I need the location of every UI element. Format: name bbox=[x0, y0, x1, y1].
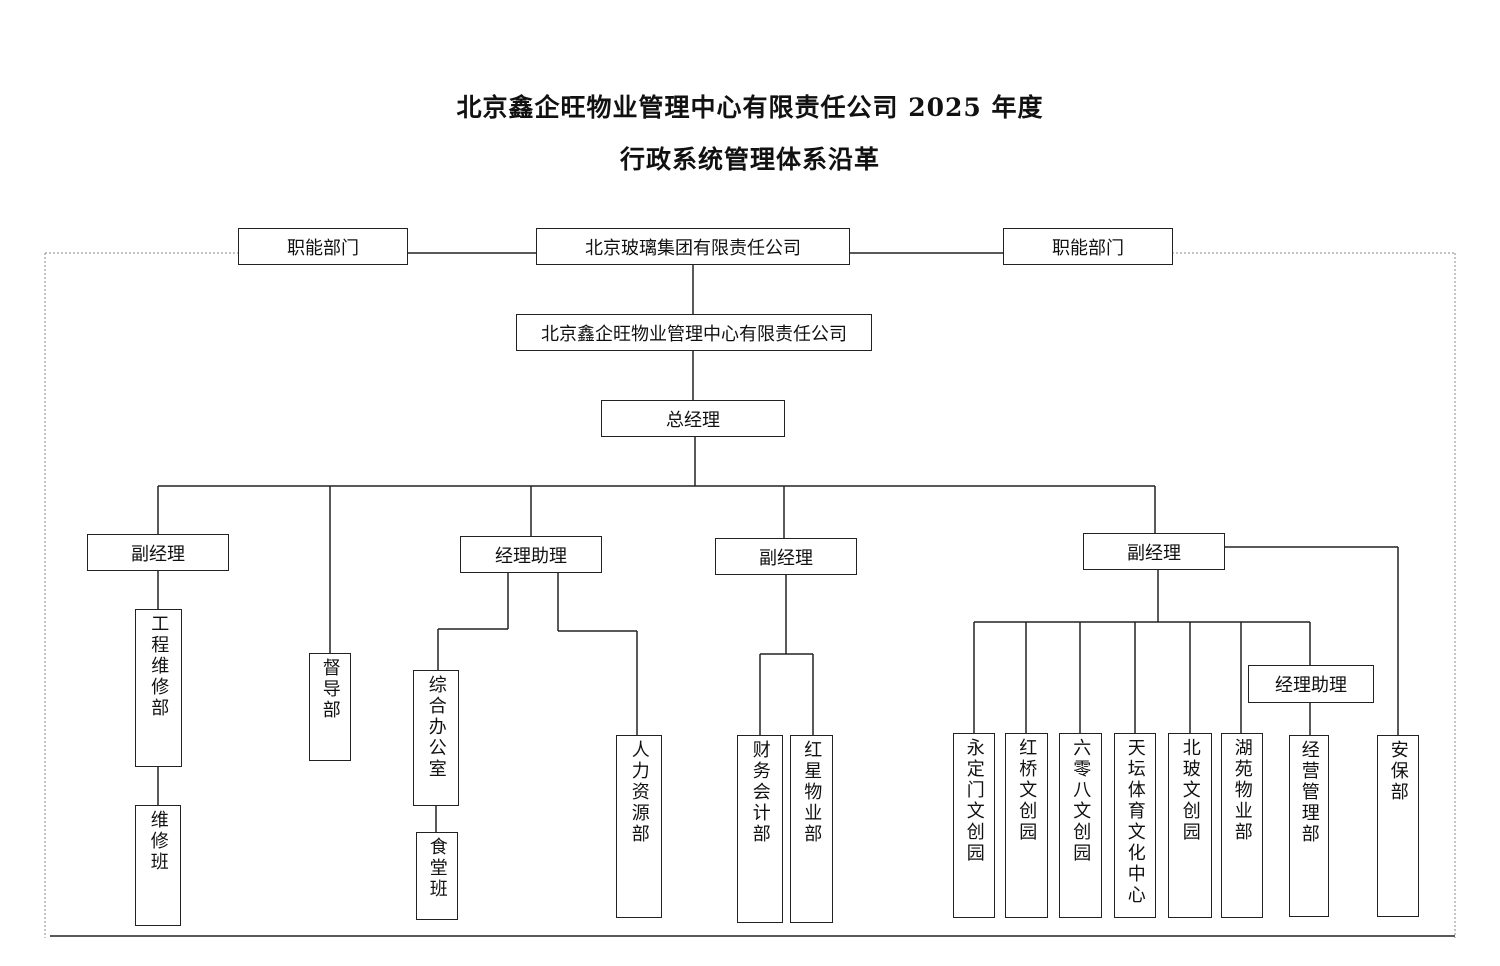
hongxing-property-dept-label: 红星物业部 bbox=[801, 740, 823, 845]
engineering-dept-label: 工程维修部 bbox=[148, 614, 170, 719]
tiantan-sports-center: 天坛体育文化中心 bbox=[1114, 733, 1156, 918]
deputy-manager-3: 副经理 bbox=[1083, 533, 1225, 570]
hr-dept-label: 人力资源部 bbox=[628, 740, 650, 845]
deputy-manager-2: 副经理 bbox=[715, 538, 857, 575]
tiantan-sports-center-label: 天坛体育文化中心 bbox=[1124, 738, 1146, 906]
canteen-team: 食堂班 bbox=[416, 832, 458, 920]
repair-team: 维修班 bbox=[135, 805, 181, 926]
liulingba-park: 六零八文创园 bbox=[1059, 733, 1102, 918]
security-dept: 安保部 bbox=[1377, 735, 1419, 917]
hongxing-property-dept: 红星物业部 bbox=[790, 735, 833, 923]
finance-dept: 财务会计部 bbox=[737, 735, 783, 923]
repair-team-label: 维修班 bbox=[147, 810, 169, 873]
huyuan-property-dept-label: 湖苑物业部 bbox=[1231, 738, 1253, 843]
yongdingmen-park-label: 永定门文创园 bbox=[963, 738, 985, 864]
yongdingmen-park: 永定门文创园 bbox=[953, 733, 995, 918]
liulingba-park-label: 六零八文创园 bbox=[1070, 738, 1092, 864]
general-office: 综合办公室 bbox=[413, 670, 459, 806]
beibo-park: 北玻文创园 bbox=[1168, 733, 1212, 918]
deputy-manager-1: 副经理 bbox=[87, 534, 229, 571]
hongqiao-park: 红桥文创园 bbox=[1005, 733, 1048, 918]
beibo-park-label: 北玻文创园 bbox=[1179, 738, 1201, 843]
operations-dept: 经营管理部 bbox=[1289, 735, 1329, 917]
functional-dept-left: 职能部门 bbox=[238, 228, 408, 265]
hr-dept: 人力资源部 bbox=[616, 735, 662, 918]
hongqiao-park-label: 红桥文创园 bbox=[1016, 738, 1038, 843]
org-connectors bbox=[157, 252, 1399, 832]
manager-assistant-1: 经理助理 bbox=[460, 536, 602, 573]
engineering-dept: 工程维修部 bbox=[135, 609, 182, 767]
canteen-team-label: 食堂班 bbox=[426, 837, 448, 900]
operations-dept-label: 经营管理部 bbox=[1298, 740, 1320, 845]
company: 北京鑫企旺物业管理中心有限责任公司 bbox=[516, 314, 872, 351]
supervision-dept: 督导部 bbox=[309, 653, 351, 761]
general-office-label: 综合办公室 bbox=[425, 675, 447, 780]
security-dept-label: 安保部 bbox=[1387, 740, 1409, 803]
manager-assistant-2: 经理助理 bbox=[1248, 665, 1374, 703]
functional-dept-right: 职能部门 bbox=[1003, 228, 1173, 265]
huyuan-property-dept: 湖苑物业部 bbox=[1221, 733, 1263, 918]
group-company: 北京玻璃集团有限责任公司 bbox=[536, 228, 850, 265]
chart-title-line2: 行政系统管理体系沿革 bbox=[619, 145, 880, 174]
general-manager: 总经理 bbox=[601, 400, 785, 437]
chart-title-line1: 北京鑫企旺物业管理中心有限责任公司 2025 年度 bbox=[456, 93, 1044, 122]
dotted-frame bbox=[44, 252, 1456, 938]
supervision-dept-label: 督导部 bbox=[319, 658, 341, 721]
finance-dept-label: 财务会计部 bbox=[749, 740, 771, 845]
